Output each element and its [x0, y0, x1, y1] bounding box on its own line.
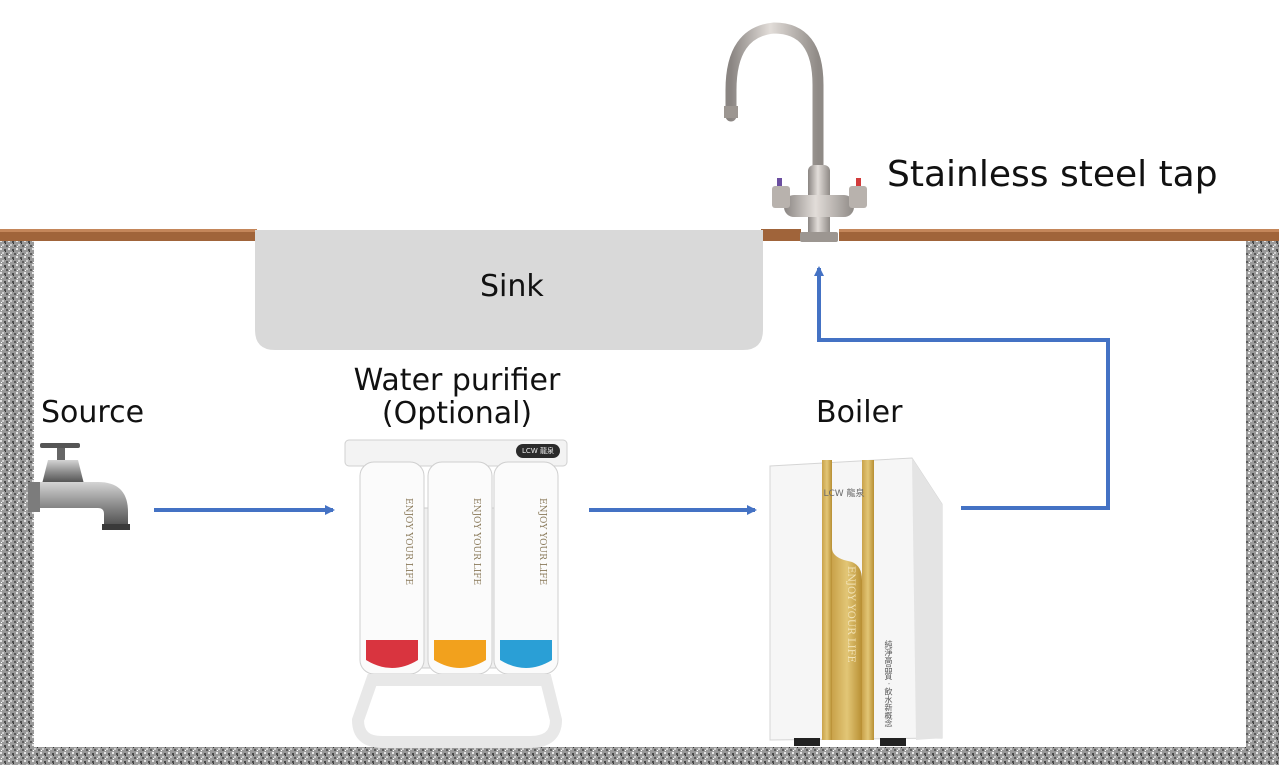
purifier-label: Water purifier (Optional)	[346, 364, 568, 430]
boiler-panel-text: ENJOY YOUR LIFE	[845, 566, 856, 663]
cabinet-floor	[0, 747, 1279, 765]
purifier-label-line2: (Optional)	[381, 396, 533, 431]
countertop-middle	[761, 229, 801, 241]
right-cabinet-wall	[1246, 241, 1279, 765]
source-label: Source	[41, 395, 145, 430]
purifier-label-line1: Water purifier	[353, 363, 561, 398]
cartridge-blue-text: ENJOY YOUR LIFE	[537, 498, 547, 586]
boiler-label: Boiler	[816, 395, 903, 430]
boiler-icon	[769, 457, 943, 746]
boiler-side-text: 純淨高品質 · 飲水新概念	[884, 640, 893, 728]
boiler-brand: LCW 龍泉	[823, 489, 865, 499]
cartridge-orange-text: ENJOY YOUR LIFE	[471, 498, 481, 586]
stainless-steel-tap-icon	[724, 22, 867, 242]
sink-label: Sink	[480, 269, 544, 304]
source-faucet-icon	[28, 443, 130, 530]
cartridge-red-text: ENJOY YOUR LIFE	[403, 498, 413, 586]
arrow-boiler-to-tap	[814, 266, 1110, 510]
sink-basin	[255, 230, 763, 350]
tap-label: Stainless steel tap	[887, 154, 1218, 195]
purifier-brand: LCW 龍泉	[522, 447, 554, 455]
cartridge-blue	[493, 461, 559, 675]
water-purifier-icon	[344, 439, 568, 748]
